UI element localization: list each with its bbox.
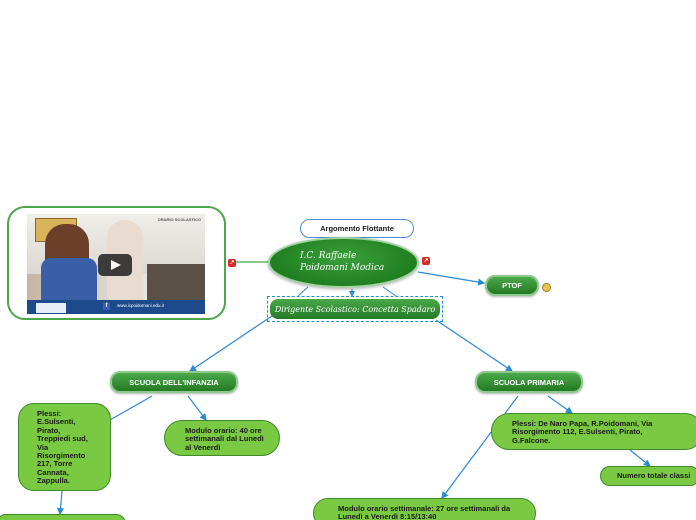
video-thumbnail[interactable]: ORARIO SCOLASTICO f www.icpoidomani.edu.…	[27, 214, 205, 314]
link-central-dirigente-3	[382, 286, 397, 297]
video-footer-url: www.icpoidomani.edu.it	[117, 303, 165, 308]
video-watermark: ORARIO SCOLASTICO	[157, 217, 201, 222]
play-icon	[111, 260, 121, 270]
primaria-numero-node[interactable]: Numero totale classi	[600, 466, 696, 486]
link-icon[interactable]: ↗	[228, 259, 236, 267]
infanzia-child-node[interactable]	[0, 514, 126, 520]
facebook-icon: f	[103, 303, 110, 310]
link-dirigente-infanzia	[189, 315, 273, 372]
central-topic[interactable]: I.C. Raffaele Poidomani Modica	[268, 237, 419, 288]
note-icon[interactable]	[542, 283, 551, 292]
primaria-node[interactable]: SCUOLA PRIMARIA	[475, 371, 583, 393]
video-footer-badge	[35, 302, 67, 314]
primaria-plessi-text: Plessi: De Naro Papa, R.Poidomani, Via R…	[512, 419, 653, 445]
primaria-modulo-node[interactable]: Modulo orario settimanale: 27 ore settim…	[313, 498, 536, 520]
primaria-numero-text: Numero totale classi	[617, 470, 691, 480]
link-primaria-plessi	[547, 395, 573, 414]
dirigente-node[interactable]: Dirigente Scolastico: Concetta Spadaro	[267, 296, 443, 322]
central-topic-line1: I.C. Raffaele	[300, 251, 357, 261]
video-footer-bar: f www.icpoidomani.edu.it	[27, 300, 205, 314]
link-central-dirigente-1	[297, 286, 309, 297]
link-dirigente-primaria	[435, 319, 513, 372]
primaria-plessi-node[interactable]: Plessi: De Naro Papa, R.Poidomani, Via R…	[491, 413, 696, 450]
link-infanzia-modulo	[187, 395, 207, 421]
play-button[interactable]	[98, 254, 132, 276]
central-topic-line2: Poidomani Modica	[300, 263, 385, 273]
floating-topic[interactable]: Argomento Flottante	[300, 219, 414, 238]
dirigente-label: Dirigente Scolastico: Concetta Spadaro	[270, 299, 440, 319]
infanzia-modulo-text: Modulo orario: 40 ore settimanali dal Lu…	[185, 426, 264, 452]
infanzia-plessi-text: Plessi: E.Sulsenti, Pirato, Treppiedi su…	[37, 409, 88, 486]
link-infanzia-plessi	[109, 395, 153, 421]
link-icon[interactable]: ↗	[422, 257, 430, 265]
infanzia-node[interactable]: SCUOLA DELL'INFANZIA	[110, 371, 238, 393]
ptof-node[interactable]: PTOF	[485, 275, 539, 296]
infanzia-plessi-node[interactable]: Plessi: E.Sulsenti, Pirato, Treppiedi su…	[18, 403, 111, 491]
link-central-ptof	[417, 271, 486, 286]
classroom-desks	[147, 264, 205, 304]
infanzia-modulo-node[interactable]: Modulo orario: 40 ore settimanali dal Lu…	[164, 420, 280, 456]
link-infanzia-plessi-down	[56, 490, 65, 516]
link-primaria-numero	[629, 449, 651, 467]
primaria-modulo-text: Modulo orario settimanale: 27 ore settim…	[338, 504, 511, 520]
video-node[interactable]: ORARIO SCOLASTICO f www.icpoidomani.edu.…	[7, 206, 226, 320]
